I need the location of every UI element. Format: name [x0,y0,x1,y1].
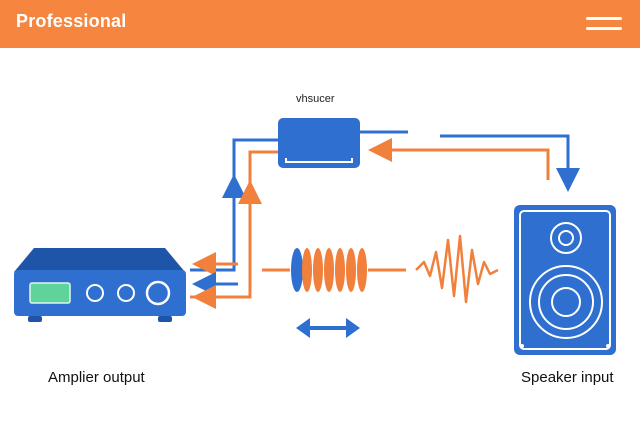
signal-diagram [14,118,616,355]
box-label: vhsucer [296,93,335,105]
speaker-label: Speaker input [521,369,614,386]
brand-logo[interactable]: Professional [16,11,127,31]
double-arrow-icon [296,318,360,338]
menu-line [586,17,622,20]
transducer-box [278,118,360,168]
header-bar: Professional [0,0,640,48]
coil-icon [262,248,406,292]
blue-speaker-line-2 [440,134,580,192]
speaker-icon [514,205,616,355]
orange-speaker-line [368,138,550,180]
amplifier-icon [14,248,186,322]
waveform-icon [415,234,499,304]
hamburger-menu-icon[interactable] [586,14,622,34]
amplifier-label: Amplier output [48,369,145,386]
menu-line [586,27,622,30]
